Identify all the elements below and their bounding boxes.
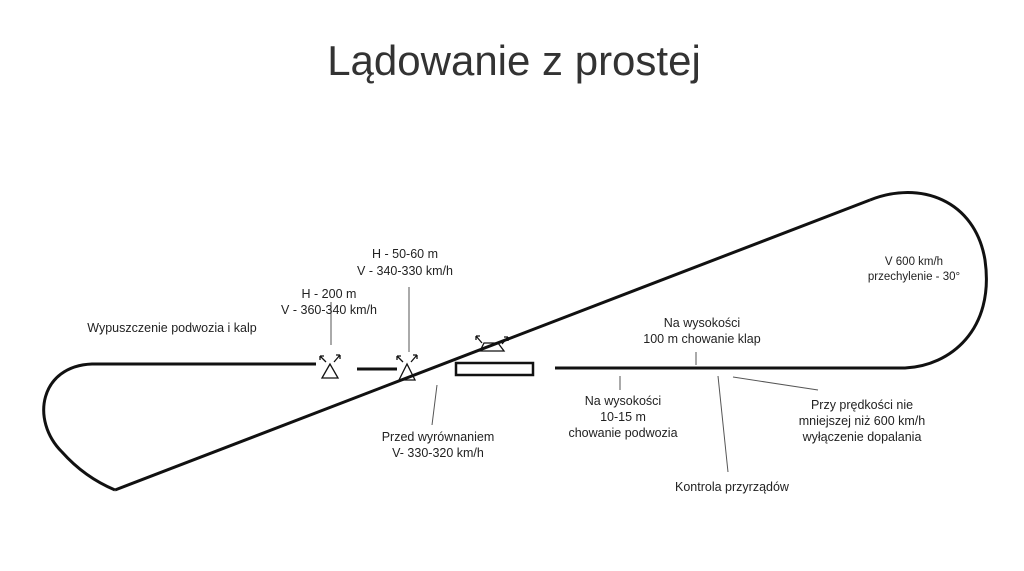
label-h200-line1: H - 200 m <box>302 287 357 301</box>
label-flaps-up-line2: 100 m chowanie klap <box>643 332 760 346</box>
label-afterburner-line3: wyłączenie dopalania <box>802 430 922 444</box>
diagonal-path <box>114 198 871 492</box>
inner-marker-icon <box>396 354 418 381</box>
label-gear-up-line2: 10-15 m <box>600 410 646 424</box>
leader-line <box>732 376 819 391</box>
label-gear-flaps: Wypuszczenie podwozia i kalp <box>87 321 256 335</box>
label-h50-line2: V - 340-330 km/h <box>357 264 453 278</box>
runway <box>454 361 535 377</box>
label-turn-line2: przechylenie - 30° <box>868 271 960 283</box>
outer-marker-icon <box>319 354 341 379</box>
label-h50-line1: H - 50-60 m <box>372 247 438 261</box>
leader-line <box>717 375 729 473</box>
left-loop-path <box>42 362 316 492</box>
label-flaps-up-line1: Na wysokości <box>664 316 740 330</box>
label-before-flare-line2: V- 330-320 km/h <box>392 446 484 460</box>
leader-line <box>431 384 438 426</box>
label-turn-line1: V 600 km/h <box>885 256 943 268</box>
aircraft-icon <box>475 335 509 352</box>
right-loop-path <box>555 191 988 370</box>
label-before-flare-line1: Przed wyrównaniem <box>382 430 495 444</box>
label-gear-up-line3: chowanie podwozia <box>568 426 677 440</box>
label-instruments: Kontrola przyrządów <box>675 480 790 494</box>
label-h200-line2: V - 360-340 km/h <box>281 303 377 317</box>
diagram-title: Lądowanie z prostej <box>327 37 701 84</box>
label-afterburner-line1: Przy prędkości nie <box>811 398 913 412</box>
label-afterburner-line2: mniejszej niż 600 km/h <box>799 414 925 428</box>
label-gear-up-line1: Na wysokości <box>585 394 661 408</box>
